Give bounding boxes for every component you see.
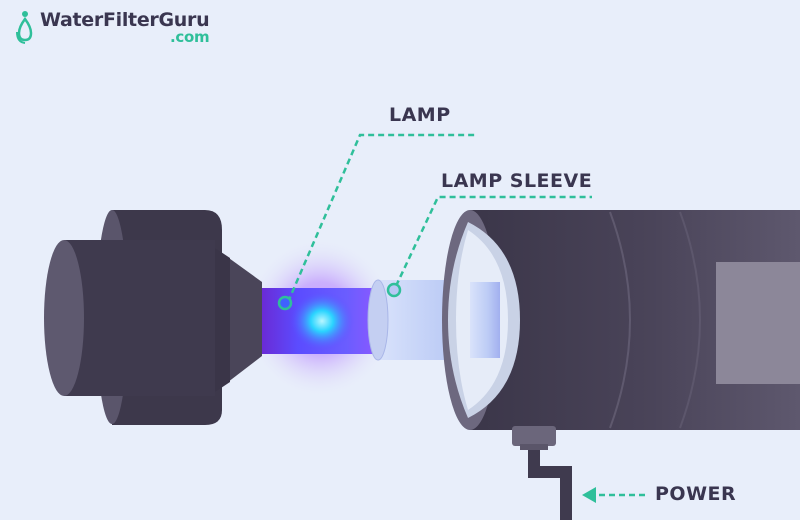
lamp-core-glow bbox=[290, 291, 354, 351]
label-lamp: LAMP bbox=[389, 104, 451, 126]
leader-power bbox=[582, 487, 645, 503]
brand-name: WaterFilterGuru .com bbox=[40, 9, 210, 46]
leader-lamp-sleeve bbox=[386, 195, 592, 298]
housing-label-plate bbox=[716, 262, 800, 384]
left-end-cap bbox=[44, 210, 262, 425]
arrow-left-icon bbox=[582, 487, 596, 503]
brand-name-text: WaterFilterGuru bbox=[40, 9, 210, 31]
leader-lamp bbox=[277, 133, 476, 311]
housing bbox=[442, 210, 800, 430]
power-connector bbox=[512, 426, 572, 520]
water-drop-person-icon bbox=[16, 11, 33, 44]
label-lamp-sleeve: LAMP SLEEVE bbox=[441, 170, 593, 192]
power-cable bbox=[528, 450, 572, 520]
label-power: POWER bbox=[655, 483, 737, 505]
brand-suffix: .com bbox=[169, 28, 210, 46]
brand-logo: WaterFilterGuru .com bbox=[14, 9, 210, 46]
